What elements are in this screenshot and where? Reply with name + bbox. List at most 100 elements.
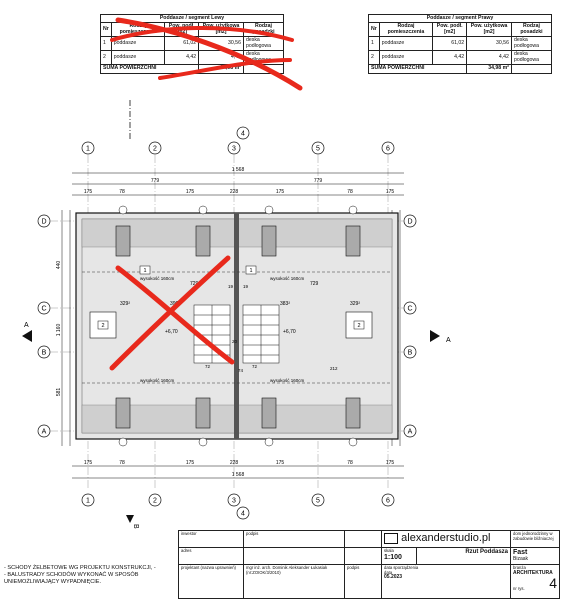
row-axes-right: D C B A [403,214,417,438]
column-axis-top-label: 1 [86,146,90,153]
area-table-right-title: Poddasze / segment Prawy [368,13,552,24]
project-sub: Bizaak [513,555,529,562]
column-axis-top-bubble [81,141,95,155]
room-label: 329² [350,301,360,307]
svg-text:175: 175 [386,189,395,195]
column-axis-top-label: 2 [153,146,157,153]
staircase-right [242,304,280,364]
svg-text:175: 175 [386,460,395,466]
branch-label: branża [513,565,526,570]
svg-text:B: B [408,350,413,357]
svg-text:175: 175 [276,189,285,195]
column-axis-bottom-bubble [227,493,241,507]
room-tag-1: 1 [139,265,151,275]
designer-license: (nr:ZOIOK/3/2010) [246,569,281,575]
svg-text:212: 212 [330,366,338,371]
sheet-label: nr rys. [513,585,525,591]
area-table-left-title: Poddasze / segment Lewy [100,13,284,24]
height-label: wysokość 160cm [270,378,305,383]
note-line: - BALUSTRADY SCHODÓW WYKONAĆ W SPOSÓB UN… [4,571,139,585]
svg-text:C: C [41,306,46,313]
svg-text:1: 1 [249,268,252,274]
section-marker-a-left: A [22,322,32,342]
strike-line-table [115,17,303,91]
room-label: 383² [280,301,290,307]
svg-text:D: D [41,219,46,226]
brand-logo-icon [384,532,398,544]
signature-label: podpis [243,530,345,548]
height-label: wysokość 160cm [140,276,175,281]
svg-text:78: 78 [119,460,125,466]
col-header: Rodzaj posadzki [510,22,553,38]
svg-text:78: 78 [119,189,125,195]
svg-text:1: 1 [143,268,146,274]
sum-label: SUMA POWIERZCHNI [367,64,468,74]
svg-text:74: 74 [238,368,244,373]
section-cut-b-top [129,100,131,140]
height-label: wysokość 160cm [270,276,305,281]
signature-label: podpis [344,564,382,599]
strike-line-table [110,26,294,42]
address-label: adres [178,547,244,565]
dim-segment: 779 [151,178,160,184]
svg-text:A: A [24,322,29,329]
column-axis-top-label: 3 [232,146,236,153]
svg-text:20: 20 [232,339,238,344]
date-value: 05.2023 [384,574,403,581]
table-row: 2 poddasze 4,42 4,42 deska podłogowa [368,50,553,66]
svg-text:2: 2 [357,323,360,329]
height-label: wysokość 160cm [140,378,175,383]
column-axis-bottom-label: 2 [153,498,157,505]
column-axis-bottom-label: 3 [232,498,236,505]
scale-label: skala [384,548,394,553]
column-axis-top-bubble [381,141,395,155]
svg-text:78: 78 [347,189,353,195]
dimension-chain-left [61,210,71,446]
dim-overall-top: 1 568 [232,167,245,173]
designer-name: mgr inż. arch. Dominik Aleksander Łukasi… [246,565,328,570]
column-axis-bottom-bubble [311,493,325,507]
drawing-title: Rzut Poddasza [465,549,508,555]
level-label: +6,70 [165,329,178,335]
svg-text:78: 78 [347,460,353,466]
column-axis-bottom-bubble [148,493,162,507]
svg-text:175: 175 [84,460,93,466]
column-axis-top-bubble [311,141,325,155]
svg-text:19: 19 [243,284,249,289]
column-axis-top-label: 6 [386,146,390,153]
dim-overall-bottom: 1 568 [232,472,245,478]
room-tag-2: 2 [97,320,109,330]
dim-segment: 779 [314,178,323,184]
designer-label: projektant (nazwa uprawnień) [178,564,244,599]
column-axis-top-label: 5 [316,146,320,153]
svg-text:2: 2 [101,323,104,329]
column-axis-bottom-bubble [81,493,95,507]
svg-text:A: A [446,337,451,344]
svg-text:19: 19 [228,284,234,289]
room-label: 729 [190,281,199,287]
room-label: 329² [120,301,130,307]
notes-block: - SCHODY ŻELBETOWE WG PROJEKTU KONSTRUKC… [4,565,182,586]
column-axis-top-bubble [148,141,162,155]
svg-text:C: C [407,306,412,313]
room-label: 729 [310,281,319,287]
project-label: dom jednorodzinny w zabudowie bliźniacze… [510,530,560,548]
investor-label: inwestor [178,530,244,548]
sheet-number: 4 [549,575,557,592]
section-cut-b-bottom: B [126,515,139,529]
area-table-right: Poddasze / segment Prawy Nr Rodzaj pomie… [367,13,553,74]
svg-text:4: 4 [241,511,245,518]
section-marker-a-right: A [430,330,451,344]
svg-text:72: 72 [205,364,211,369]
axis-4-top: 4 [236,126,250,140]
date-label: data [384,569,393,575]
scale-value: 1:100 [384,553,402,561]
chimneys [115,225,361,429]
title-block: inwestor podpis alexanderstudio.pl dom j… [178,530,560,599]
branch-value: ARCHITEKTURA [513,569,553,576]
knee-wall-lines [82,271,392,384]
svg-text:B: B [132,524,139,529]
svg-text:440: 440 [56,261,62,270]
